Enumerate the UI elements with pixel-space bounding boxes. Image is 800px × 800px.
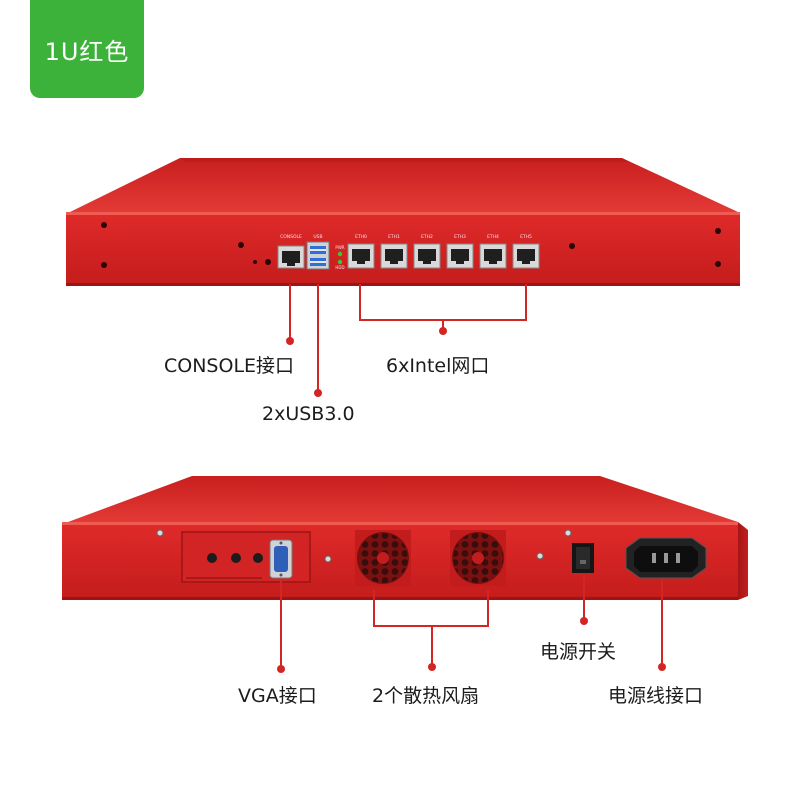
power-callout-label: 电源线接口 bbox=[608, 685, 704, 707]
port-label-eth5: ETH5 bbox=[520, 234, 532, 240]
port-label-usb: USB bbox=[313, 234, 322, 240]
ethernet-ports bbox=[347, 243, 540, 269]
led-label-hdd: HDD bbox=[335, 265, 344, 270]
callout-dot-icon bbox=[277, 665, 285, 673]
led-label-pwr: PWR bbox=[335, 245, 344, 250]
screw-icon bbox=[101, 222, 107, 228]
screw-icon bbox=[564, 529, 572, 537]
port-label-eth1: ETH1 bbox=[388, 234, 400, 240]
screw-icon bbox=[156, 529, 164, 537]
callout-dot-icon bbox=[286, 337, 294, 345]
fan-left bbox=[355, 530, 411, 586]
port-label-eth3: ETH3 bbox=[454, 234, 466, 240]
console-port bbox=[277, 245, 305, 269]
rear-callout-lines bbox=[280, 575, 663, 668]
audio-jack-icon bbox=[253, 553, 263, 563]
usb-callout-label: 2xUSB3.0 bbox=[262, 403, 355, 425]
callout-dot-icon bbox=[428, 663, 436, 671]
callout-dot-icon bbox=[658, 663, 666, 671]
port-label-eth0: ETH0 bbox=[355, 234, 367, 240]
reset-hole-icon bbox=[253, 260, 257, 264]
fans-callout-label: 2个散热风扇 bbox=[372, 685, 480, 707]
power-switch bbox=[572, 543, 594, 573]
port-label-eth4: ETH4 bbox=[487, 234, 499, 240]
switch-callout-label: 电源开关 bbox=[540, 641, 617, 663]
hdd-led-icon bbox=[337, 259, 343, 265]
callout-dot-icon bbox=[314, 389, 322, 397]
front-unit: CONSOLE USB ETH0 ETH1 ETH2 ETH3 ETH4 ETH… bbox=[66, 158, 740, 286]
color-badge: 1U红色 bbox=[30, 0, 144, 98]
screw-icon bbox=[715, 228, 721, 234]
pwr-led-icon bbox=[337, 251, 343, 257]
console-callout-label: CONSOLE接口 bbox=[164, 355, 295, 377]
power-inlet bbox=[625, 537, 707, 579]
screw-icon bbox=[715, 261, 721, 267]
usb-ports bbox=[306, 241, 330, 270]
audio-jack-icon bbox=[231, 553, 241, 563]
screw-icon bbox=[536, 552, 544, 560]
vga-port bbox=[269, 539, 293, 579]
rear-unit-top bbox=[68, 476, 738, 522]
screw-icon bbox=[569, 243, 575, 249]
port-label-eth2: ETH2 bbox=[421, 234, 433, 240]
audio-jack-icon bbox=[207, 553, 217, 563]
port-label-console: CONSOLE bbox=[280, 234, 302, 240]
rear-unit bbox=[62, 476, 748, 600]
fan-right bbox=[450, 530, 506, 586]
screw-icon bbox=[324, 555, 332, 563]
callout-dot-icon bbox=[439, 327, 447, 335]
front-unit-top bbox=[70, 158, 738, 212]
screw-icon bbox=[238, 242, 244, 248]
callout-dot-icon bbox=[580, 617, 588, 625]
vga-callout-label: VGA接口 bbox=[238, 685, 317, 707]
reset-hole-icon bbox=[265, 259, 271, 265]
intel-callout-label: 6xIntel网口 bbox=[386, 355, 490, 377]
screw-icon bbox=[101, 262, 107, 268]
